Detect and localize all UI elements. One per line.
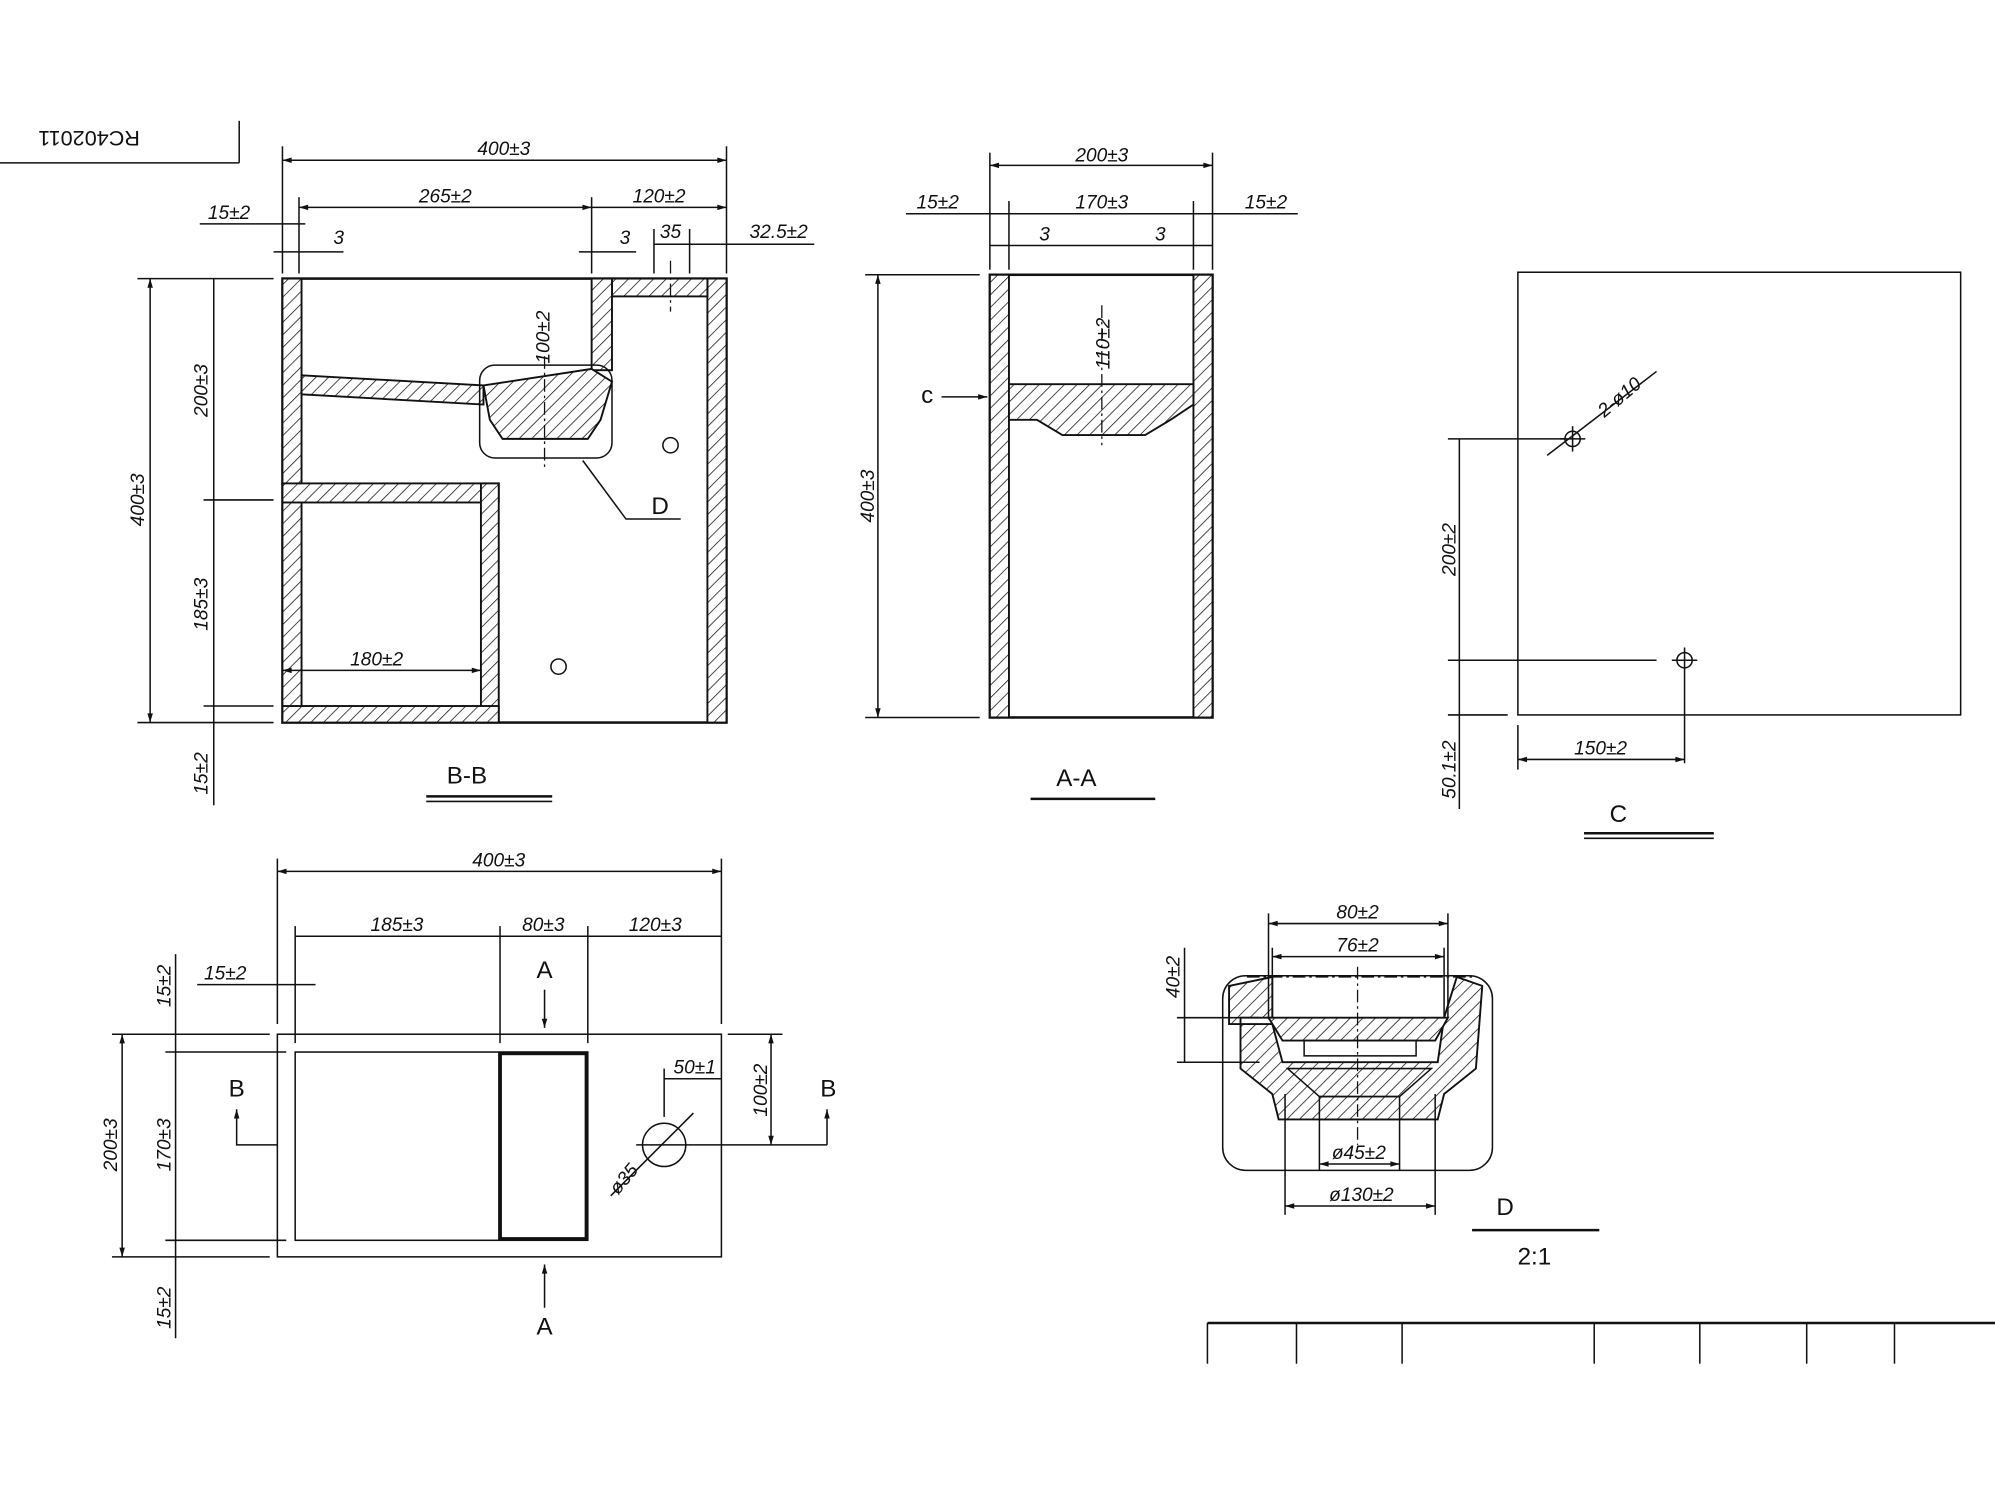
aa-inner-width: 170±3 <box>1075 193 1128 214</box>
bb-basin-depth: 100±2 <box>534 310 555 363</box>
plan-hole-offset-x: 50±1 <box>674 1058 716 1079</box>
title-block <box>1206 1321 1995 1364</box>
d-title: D <box>1496 1194 1513 1221</box>
plan-left-wall: 15±2 <box>204 964 247 985</box>
section-a-label-top: A <box>536 957 553 984</box>
aa-height: 400±3 <box>858 469 879 522</box>
section-a-label-bottom: A <box>536 1313 553 1340</box>
plan-mid-width: 80±3 <box>522 915 565 936</box>
section-b-label-right: B <box>820 1076 836 1103</box>
aa-basin-depth: 110±2 <box>1093 317 1114 369</box>
d-scale: 2:1 <box>1518 1243 1552 1270</box>
aa-title: A-A <box>1056 765 1097 792</box>
bb-left-wall: 15±2 <box>208 203 251 224</box>
plan-bottom-wall: 15±2 <box>154 1286 175 1329</box>
bb-hole-width: 35 <box>660 222 682 243</box>
drawing-number-box: RC402011 <box>0 120 240 164</box>
plan-depth: 200±3 <box>101 1118 122 1172</box>
section-b-label-left: B <box>229 1076 245 1103</box>
aa-right-wall: 15±2 <box>1245 193 1288 214</box>
c-hole-offset-v: 50.1±2 <box>1440 740 1461 799</box>
c-title: C <box>1610 801 1627 828</box>
c-hole-spacing: 200±2 <box>1440 523 1461 577</box>
d-drain-small: ø45±2 <box>1332 1143 1386 1164</box>
drawing-number: RC402011 <box>38 126 140 151</box>
bb-shelf-width: 180±2 <box>350 649 403 670</box>
d-height: 40±2 <box>1163 955 1184 998</box>
aa-wall-a: 3 <box>1039 224 1050 245</box>
d-inner-width: 76±2 <box>1336 936 1379 957</box>
plan-inner-depth: 170±3 <box>154 1118 175 1171</box>
bb-hole-offset: 32.5±2 <box>750 222 809 243</box>
plan-right-width: 120±3 <box>629 915 682 936</box>
d-drain-large: ø130±2 <box>1329 1185 1394 1206</box>
plan-hole-offset-y: 100±2 <box>751 1063 772 1116</box>
section-aa: 200±3 15±2 170±3 15±2 3 3 400±3 110±2 c … <box>858 146 1298 801</box>
bb-height: 400±3 <box>128 473 149 526</box>
section-bb: 400±3 265±2 120±2 15±2 3 3 35 32.5±2 400… <box>128 139 815 806</box>
aa-width: 200±3 <box>1074 146 1128 167</box>
plan-width: 400±3 <box>472 850 525 871</box>
view-c: 2-ø10 200±2 50.1±2 150±2 C <box>1440 271 1962 840</box>
detail-d: 80±2 76±2 40±2 ø45±2 ø130±2 D 2:1 <box>1163 902 1600 1270</box>
bb-left-width: 265±2 <box>418 186 472 207</box>
bb-title: B-B <box>447 763 487 790</box>
aa-wall-b: 3 <box>1155 224 1166 245</box>
plan-left-width: 185±3 <box>371 915 424 936</box>
d-outer-width: 80±2 <box>1336 902 1379 923</box>
bb-wall-a: 3 <box>333 228 344 249</box>
bb-width: 400±3 <box>477 139 530 160</box>
c-hole-offset-h: 150±2 <box>1574 738 1627 759</box>
bb-bottom-wall: 15±2 <box>191 752 212 795</box>
plan-view: ø35 50±1 100±2 400±3 185±3 80±3 120±3 15… <box>101 850 836 1340</box>
bb-detail-callout: D <box>651 493 668 520</box>
bb-upper-height: 200±3 <box>191 364 212 418</box>
plan-hole-diameter: ø35 <box>606 1160 643 1199</box>
c-holes: 2-ø10 <box>1593 373 1646 422</box>
bb-right-width: 120±2 <box>633 186 686 207</box>
bb-wall-b: 3 <box>620 228 631 249</box>
bb-lower-height: 185±3 <box>191 577 212 630</box>
aa-view-callout: c <box>921 382 933 409</box>
section-b-arrow-left <box>233 1109 278 1146</box>
plan-top-wall: 15±2 <box>154 964 175 1007</box>
aa-left-wall: 15±2 <box>917 193 960 214</box>
